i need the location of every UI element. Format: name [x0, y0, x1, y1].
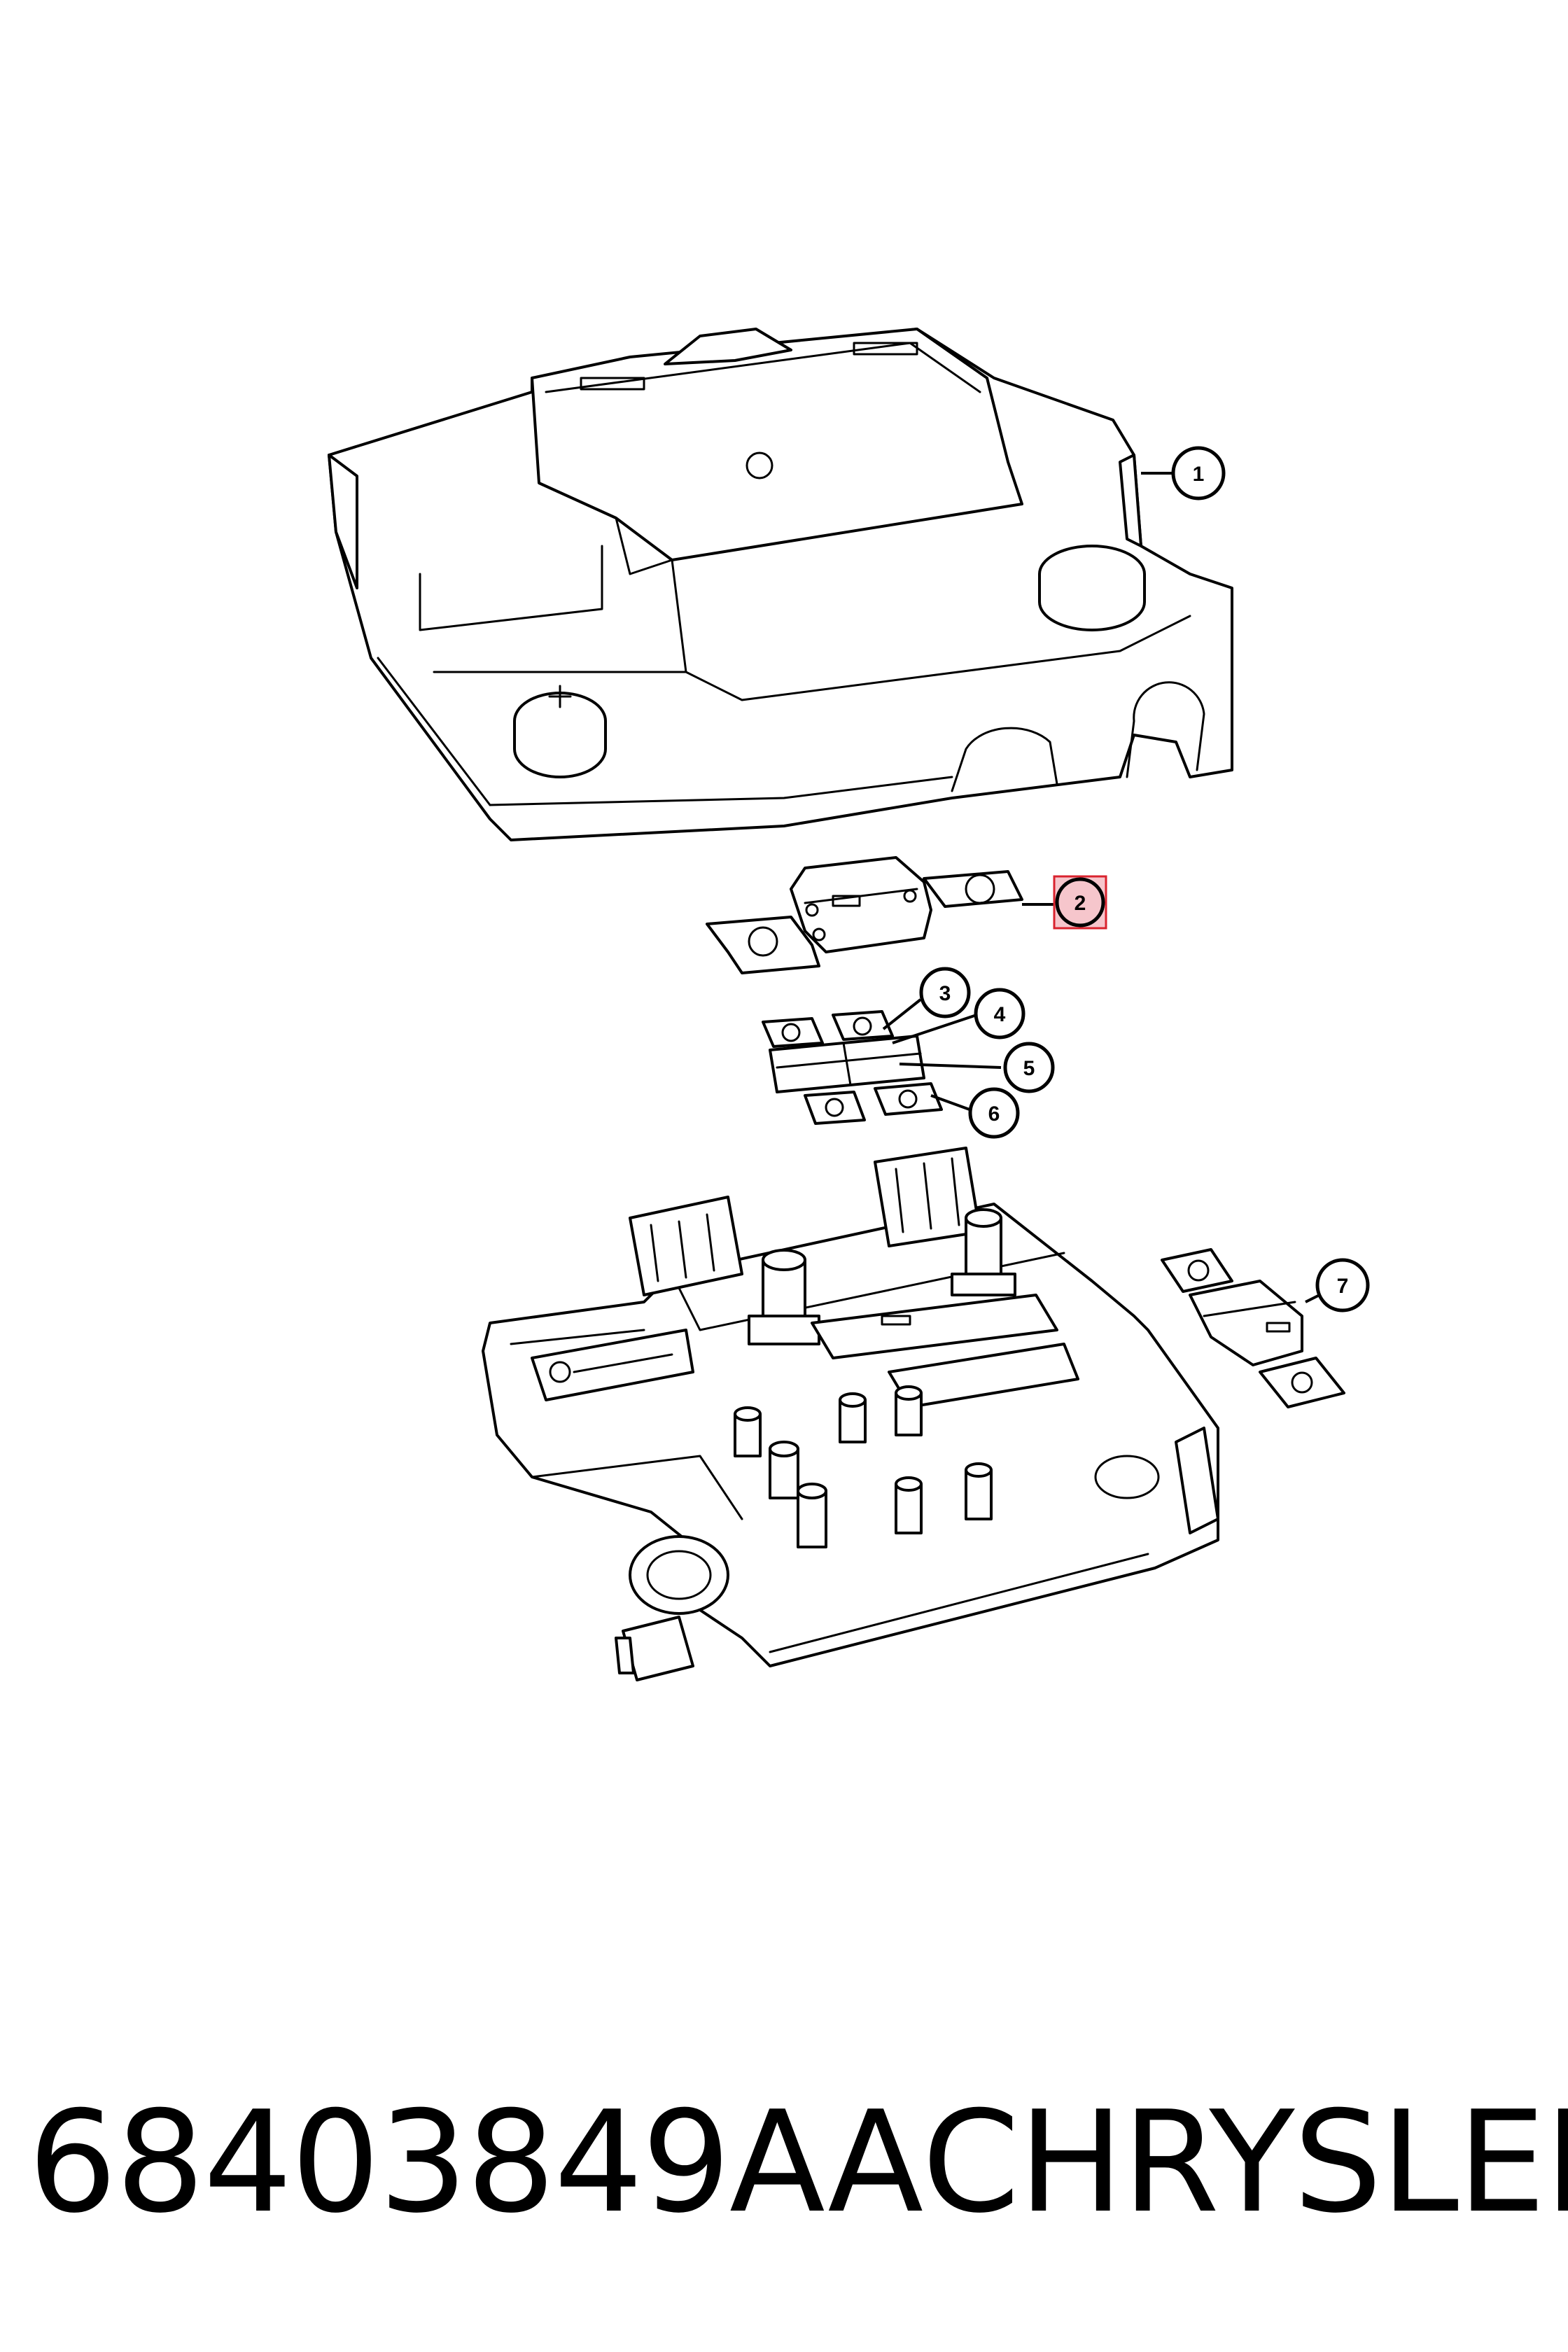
callout-7[interactable]: 7	[1315, 1258, 1370, 1312]
fuse-block-base	[482, 1147, 1219, 1681]
svg-text:2: 2	[1074, 892, 1086, 915]
part-number: 68403849AA	[28, 2081, 923, 2244]
svg-text:1: 1	[1193, 463, 1205, 486]
brand-name: CHRYSLER	[922, 2081, 1568, 2244]
callout-5[interactable]: 5	[1003, 1042, 1055, 1093]
svg-text:7: 7	[1337, 1275, 1349, 1298]
svg-text:3: 3	[939, 982, 951, 1005]
callout-1[interactable]: 1	[1171, 446, 1226, 500]
fuse-parts-3-6	[762, 998, 1002, 1125]
svg-text:4: 4	[994, 1003, 1006, 1026]
cover-part	[328, 328, 1233, 841]
callout-6[interactable]: 6	[968, 1087, 1020, 1139]
callout-4[interactable]: 4	[974, 988, 1026, 1040]
caption-bar: 68403849AA CHRYSLER	[28, 2072, 1568, 2254]
fuse-part-7	[1161, 1248, 1345, 1408]
fuse-part-2	[706, 856, 1056, 974]
svg-text:6: 6	[988, 1102, 1000, 1126]
callout-3[interactable]: 3	[919, 967, 971, 1018]
callout-2[interactable]: 2	[1053, 875, 1107, 930]
svg-text:5: 5	[1023, 1057, 1035, 1080]
